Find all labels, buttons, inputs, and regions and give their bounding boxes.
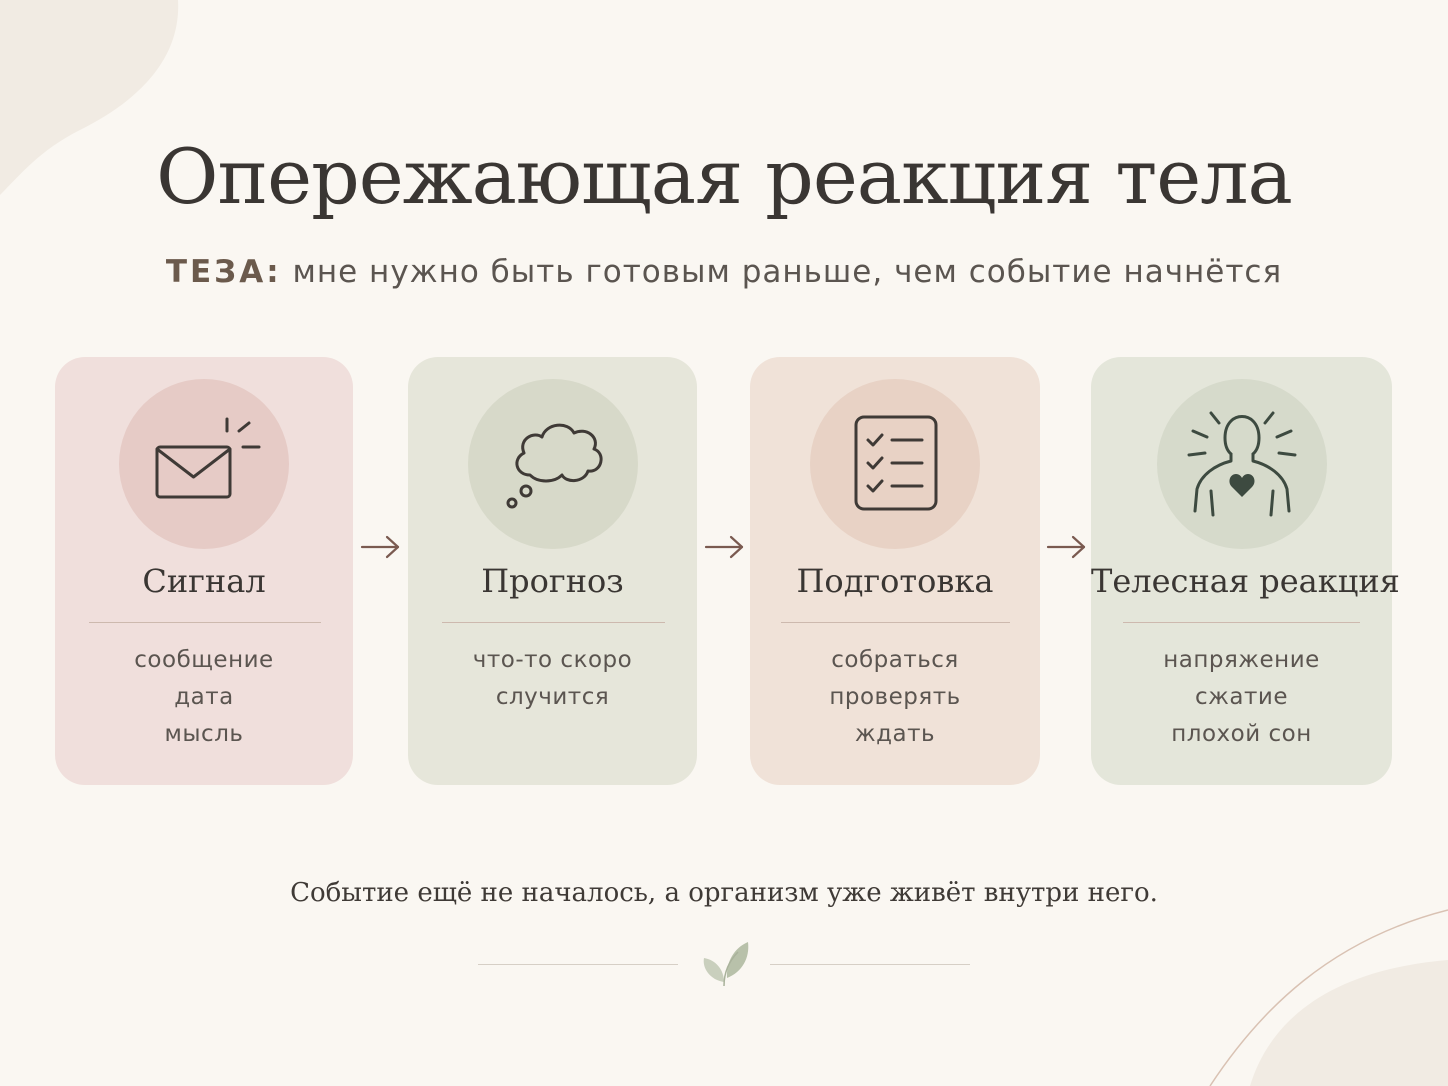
- ornament-line-left: [478, 964, 678, 965]
- step-card-signal: Сигнал сообщение дата мысль: [55, 357, 353, 785]
- step-title: Сигнал: [142, 562, 266, 600]
- step-divider: [89, 622, 321, 623]
- step-title: Прогноз: [481, 562, 624, 600]
- step-item: собраться: [831, 647, 959, 673]
- checklist-icon: [854, 415, 938, 511]
- body-heart-icon: [1187, 411, 1296, 517]
- step-icon-circle: [467, 379, 638, 549]
- step-divider: [1123, 622, 1360, 623]
- step-divider: [442, 622, 665, 623]
- step-item: что-то скоро: [472, 647, 633, 673]
- step-card-preparation: Подготовка собраться проверять ждать: [750, 357, 1040, 785]
- arrow-right-icon: [360, 535, 400, 559]
- step-card-body-reaction: Телесная реакция напряжение сжатие плохо…: [1091, 357, 1400, 785]
- step-items: что-то скоро случится: [408, 642, 697, 716]
- step-item: сообщение: [134, 647, 274, 673]
- step-items: сообщение дата мысль: [55, 642, 353, 753]
- thesis-text: мне нужно быть готовым раньше, чем событ…: [292, 254, 1283, 290]
- step-divider: [781, 622, 1010, 623]
- step-item: дата: [174, 684, 234, 710]
- step-item: плохой сон: [1171, 721, 1312, 747]
- step-icon-circle: [810, 379, 980, 549]
- step-card-forecast: Прогноз что-то скоро случится: [408, 357, 697, 785]
- step-item: ждать: [854, 721, 936, 747]
- ornament-line-right: [770, 964, 970, 965]
- summary-caption: Событие ещё не началось, а организм уже …: [290, 878, 1158, 908]
- step-item: мысль: [164, 721, 244, 747]
- step-item: случится: [495, 684, 610, 710]
- page-title: Опережающая реакция тела: [156, 132, 1293, 221]
- arrow-right-icon: [704, 535, 744, 559]
- corner-blob-bottom-right: [1209, 909, 1448, 1086]
- envelope-icon: [155, 417, 261, 499]
- step-items: напряжение сжатие плохой сон: [1091, 642, 1392, 753]
- thought-cloud-icon: [506, 423, 603, 509]
- arrow-right-icon: [1046, 535, 1086, 559]
- leaf-icon: [703, 942, 749, 987]
- step-item: проверять: [829, 684, 961, 710]
- step-title: Подготовка: [796, 562, 994, 600]
- step-icon-circle: [119, 379, 289, 549]
- thesis-subtitle: ТЕЗА: мне нужно быть готовым раньше, чем…: [0, 254, 1448, 290]
- thesis-label: ТЕЗА:: [165, 254, 282, 290]
- step-icon-circle: [1156, 379, 1327, 549]
- step-items: собраться проверять ждать: [750, 642, 1040, 753]
- step-item: напряжение: [1163, 647, 1320, 673]
- step-title: Телесная реакция: [1091, 562, 1400, 600]
- step-item: сжатие: [1195, 684, 1288, 710]
